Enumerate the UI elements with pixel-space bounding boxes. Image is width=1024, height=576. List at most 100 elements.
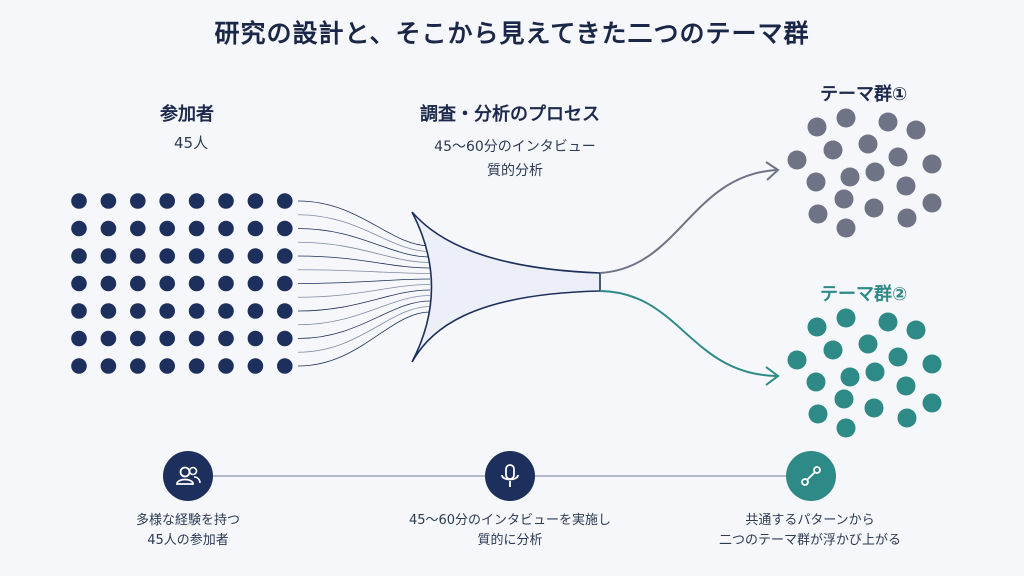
theme1-dot [858, 134, 878, 154]
step1-caption-line2: 45人の参加者 [147, 533, 229, 548]
participant-dot [247, 303, 264, 319]
participant-dot [159, 220, 175, 237]
theme1-dot [787, 150, 807, 170]
theme1-dot [823, 140, 843, 160]
branch-arrow-theme2 [599, 290, 777, 377]
participant-dot [130, 248, 146, 264]
theme2-dot [897, 408, 917, 428]
participant-dot [71, 303, 87, 319]
theme2-dot [888, 347, 908, 367]
participants-count: 45人 [174, 134, 209, 152]
participant-dot [71, 275, 87, 292]
participant-dot [188, 358, 205, 374]
connector-line [297, 255, 431, 269]
process-analysis: 質的分析 [487, 163, 543, 179]
participant-dot [71, 193, 87, 209]
theme2-dot [922, 393, 942, 413]
connector-line [297, 300, 431, 339]
participant-dot [159, 358, 175, 374]
theme2-dot [787, 350, 807, 370]
people-icon [176, 466, 201, 485]
theme1-dot [808, 204, 828, 224]
theme2-dot [865, 362, 885, 382]
theme1-dot [836, 218, 856, 238]
theme1-dot [840, 167, 860, 187]
theme1-dot [864, 198, 884, 218]
theme1-dot [878, 112, 898, 132]
participant-dot [188, 330, 205, 347]
participant-dot [188, 303, 205, 319]
participant-dot [71, 358, 87, 374]
connector-line [297, 269, 431, 274]
theme2-dot [906, 320, 926, 340]
connector-line [297, 200, 431, 247]
participant-dot [218, 358, 234, 374]
participant-dot [277, 220, 293, 237]
participant-dots [71, 193, 293, 374]
theme2-dot [836, 308, 856, 328]
theme2-dot [808, 404, 828, 424]
participant-dot [159, 193, 175, 209]
participant-dot [247, 220, 264, 237]
participant-dot [159, 248, 175, 264]
connector-lines [297, 200, 431, 367]
participant-dot [130, 358, 146, 374]
theme1-dot [922, 154, 942, 174]
theme1-dot [834, 189, 854, 209]
participant-dot [218, 220, 234, 237]
participant-dot [277, 330, 293, 347]
funnel-shape [411, 211, 601, 363]
connector-line [297, 295, 431, 326]
theme2-dot [922, 354, 942, 374]
participant-dot [188, 275, 205, 292]
participant-dot [100, 275, 117, 292]
participant-dot [218, 303, 234, 319]
connector-line [297, 311, 431, 367]
branch-arrow-theme1 [599, 169, 777, 274]
theme2-dot [823, 340, 843, 360]
participant-dot [159, 303, 175, 319]
theme2-dot [896, 376, 916, 396]
step1-caption-line1: 多様な経験を持つ [135, 513, 240, 528]
theme2-dot [806, 372, 826, 392]
step2-circle [485, 451, 535, 501]
branch-arrowhead-theme1 [765, 161, 780, 181]
theme1-dot [922, 193, 942, 213]
step1-circle [163, 451, 213, 501]
step2-caption-line1: 45〜60分のインタビューを実施し [408, 513, 612, 528]
branch-arrowhead-theme2 [765, 366, 780, 386]
participant-dot [247, 275, 264, 292]
process-method: 45〜60分のインタビュー [434, 139, 596, 155]
participant-dot [71, 330, 87, 347]
theme1-dot [806, 172, 826, 192]
participant-dot [277, 358, 293, 374]
participant-dot [100, 330, 117, 347]
participant-dot [159, 275, 175, 292]
step3-circle [786, 451, 836, 501]
microphone-icon [501, 464, 519, 487]
theme1-dot [888, 147, 908, 167]
participant-dot [277, 193, 293, 209]
theme1-dot [836, 108, 856, 128]
connector-line [297, 228, 431, 258]
participant-dot [100, 303, 117, 319]
step3-caption-line2: 二つのテーマ群が浮かび上がる [718, 533, 901, 548]
participant-dot [130, 303, 146, 319]
participant-dot [218, 193, 234, 209]
participant-dot [188, 248, 205, 264]
theme2-dot [834, 389, 854, 409]
participant-dot [71, 220, 87, 237]
page-title: 研究の設計と、そこから見えてきた二つのテーマ群 [214, 19, 810, 48]
connector-line [297, 241, 431, 263]
participant-dot [247, 193, 264, 209]
participant-dot [100, 248, 117, 264]
participant-dot [247, 248, 264, 264]
connector-line [297, 284, 431, 298]
step2-caption-line2: 質的に分析 [477, 533, 543, 548]
participant-dot [277, 275, 293, 292]
theme2-dot [864, 398, 884, 418]
connector-line [297, 214, 431, 252]
participant-dot [100, 220, 117, 237]
